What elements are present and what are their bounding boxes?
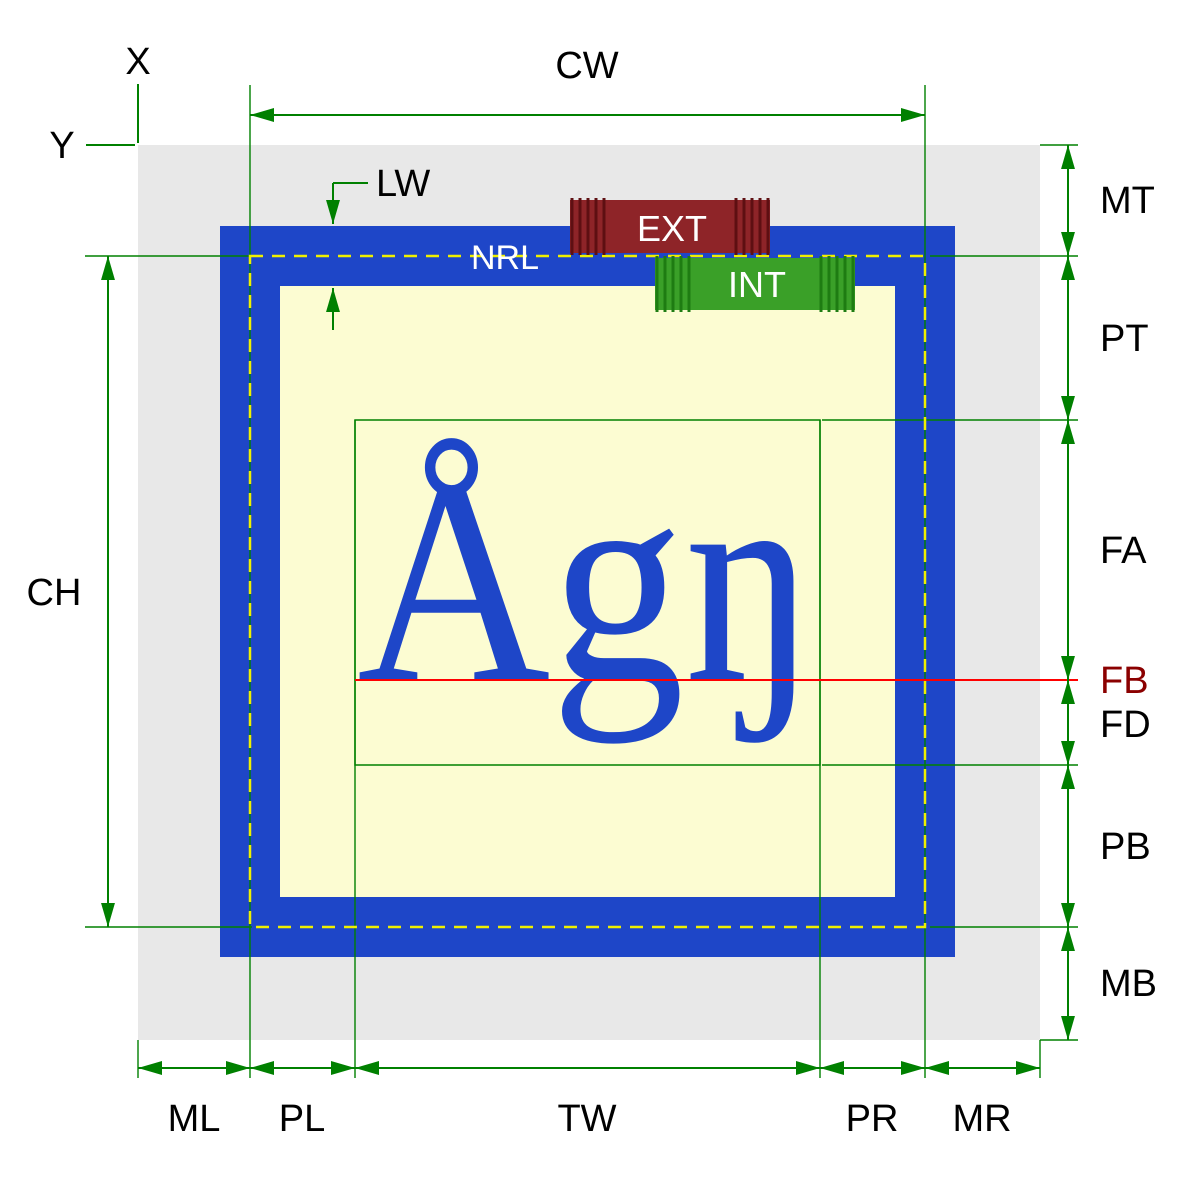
sample-glyphs: Ågŋ: [357, 417, 817, 745]
label-mr: MR: [952, 1098, 1011, 1140]
interior-stripes-left: [655, 256, 691, 312]
label-tw: TW: [557, 1098, 616, 1140]
label-fd: FD: [1100, 704, 1151, 746]
label-x: X: [125, 41, 150, 83]
label-ml: ML: [168, 1098, 221, 1140]
text-extent-rect: [354, 419, 821, 766]
label-lw: LW: [376, 163, 430, 205]
label-pb: PB: [1100, 826, 1151, 868]
padding-area: [280, 286, 895, 897]
exterior-marker: EXT: [570, 198, 770, 255]
origin-marker: [86, 84, 139, 146]
nrl-label: NRL: [471, 239, 539, 277]
label-pr: PR: [846, 1098, 899, 1140]
interior-stripes-right: [819, 256, 855, 312]
label-ch: CH: [27, 572, 82, 614]
exterior-stripes-left: [570, 198, 606, 255]
label-pl: PL: [279, 1098, 325, 1140]
ext-label: EXT: [637, 208, 707, 249]
interior-marker: INT: [655, 256, 855, 312]
dimension-labels: X Y CW LW CH MT PT FA FB FD PB MB ML PL …: [27, 41, 1157, 1140]
int-label: INT: [728, 264, 786, 305]
label-fa: FA: [1100, 530, 1147, 572]
label-cw: CW: [555, 45, 618, 87]
exterior-stripes-right: [734, 198, 770, 255]
label-mb: MB: [1100, 963, 1157, 1005]
label-mt: MT: [1100, 180, 1155, 222]
nominal-rect-dashed-line: [248, 254, 927, 929]
label-fb: FB: [1100, 660, 1149, 702]
label-pt: PT: [1100, 318, 1149, 360]
label-y: Y: [49, 125, 74, 167]
dimension-lines: [101, 108, 1075, 1075]
